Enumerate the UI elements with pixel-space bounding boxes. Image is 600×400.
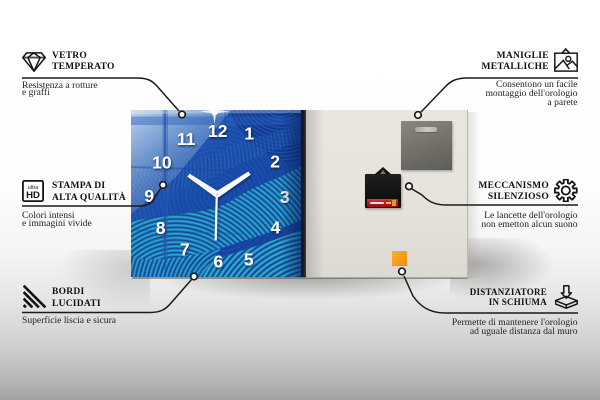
svg-text:12: 12 bbox=[208, 121, 228, 141]
svg-text:9: 9 bbox=[144, 186, 154, 206]
svg-text:11: 11 bbox=[177, 129, 196, 149]
svg-text:ultra: ultra bbox=[28, 185, 39, 191]
svg-text:5: 5 bbox=[244, 250, 254, 270]
svg-text:8: 8 bbox=[156, 218, 166, 238]
svg-text:HD: HD bbox=[26, 190, 40, 201]
svg-text:7: 7 bbox=[180, 240, 190, 260]
svg-text:10: 10 bbox=[152, 152, 172, 172]
svg-text:4: 4 bbox=[271, 218, 281, 238]
svg-text:1: 1 bbox=[244, 124, 254, 144]
svg-text:6: 6 bbox=[213, 251, 223, 271]
svg-text:2: 2 bbox=[270, 152, 280, 172]
